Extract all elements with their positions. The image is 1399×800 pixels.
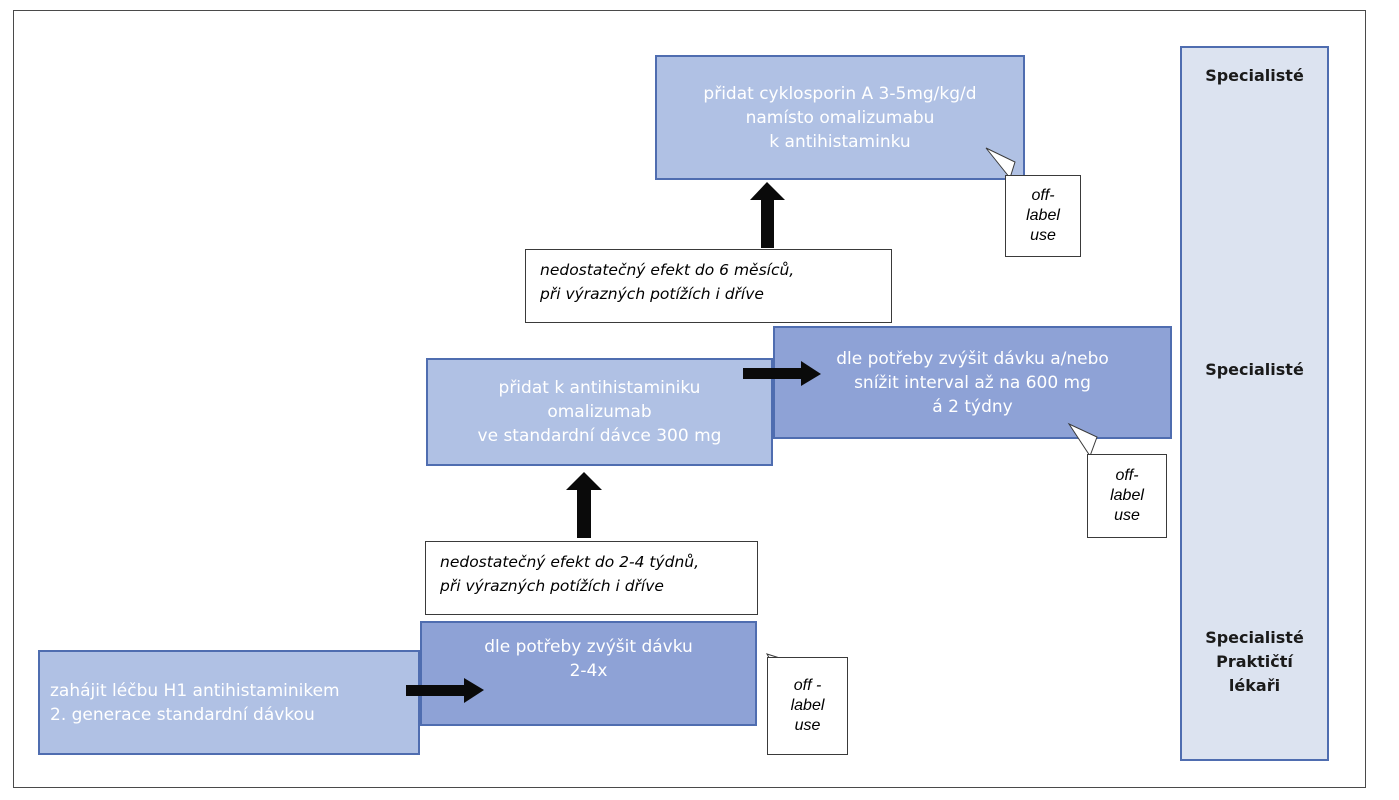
step3-line-2: namísto omalizumabu (745, 107, 935, 128)
sidebar-label-bottom-line-1: Specialisté (1205, 628, 1304, 647)
sidebar-label-mid: Specialisté (1182, 358, 1327, 382)
note2-line-1: nedostatečný efekt do 6 měsíců, (540, 261, 795, 279)
callout-tail-3 (985, 147, 1016, 180)
step1-line-1: zahájit léčbu H1 antihistaminikem (50, 680, 340, 701)
sidebar-label-bottom-line-3: lékaři (1228, 676, 1281, 695)
arrow-right-1 (406, 678, 484, 703)
callout-tail-2 (1067, 422, 1098, 458)
note1-line-1: nedostatečný efekt do 2-4 týdnů, (440, 553, 700, 571)
callout1-line-2: label (790, 697, 825, 714)
responsibility-sidebar: Specialisté Specialisté Specialisté Prak… (1180, 46, 1329, 761)
step3-line-1: přidat cyklosporin A 3-5mg/kg/d (703, 83, 977, 104)
callout3-line-2: label (1026, 207, 1060, 224)
step2-line-2: omalizumab (547, 402, 652, 422)
step2b-line-3: á 2 týdny (932, 396, 1013, 417)
step2-box: přidat k antihistaminiku omalizumab ve s… (426, 358, 773, 466)
note1-line-2: při výrazných potížích i dříve (440, 577, 664, 595)
step2b-line-2: snížit interval až na 600 mg (854, 372, 1091, 393)
step1-line-2: 2. generace standardní dávkou (50, 704, 315, 725)
step3-line-3: k antihistaminku (769, 131, 911, 152)
callout2-line-3: use (1114, 507, 1140, 524)
off-label-callout-3: off- label use (1005, 175, 1081, 257)
step2-line-1: přidat k antihistaminiku (498, 378, 701, 398)
sidebar-label-top: Specialisté (1182, 64, 1327, 88)
note-6-months: nedostatečný efekt do 6 měsíců, při výra… (525, 249, 892, 323)
callout3-line-1: off- (1031, 187, 1055, 204)
off-label-callout-1: off - label use (767, 657, 848, 755)
off-label-callout-2: off- label use (1087, 454, 1167, 538)
step1b-line-2: 2-4x (569, 661, 608, 681)
arrow-up-2 (750, 182, 785, 248)
callout1-line-3: use (794, 717, 821, 734)
arrow-right-2 (743, 361, 821, 386)
note2-line-2: při výrazných potížích i dříve (540, 285, 764, 303)
callout3-line-3: use (1030, 227, 1056, 244)
step2b-line-1: dle potřeby zvýšit dávku a/nebo (836, 348, 1109, 369)
callout1-line-1: off - (793, 677, 822, 694)
callout2-line-2: label (1110, 487, 1144, 504)
diagram-frame (13, 10, 1366, 788)
step1-box: zahájit léčbu H1 antihistaminikem 2. gen… (38, 650, 420, 755)
note-2-4-weeks: nedostatečný efekt do 2-4 týdnů, při výr… (425, 541, 758, 615)
sidebar-label-bottom-line-2: Praktičtí (1216, 652, 1293, 671)
step2-line-3: ve standardní dávce 300 mg (477, 426, 722, 446)
step3-box: přidat cyklosporin A 3-5mg/kg/d namísto … (655, 55, 1025, 180)
sidebar-label-mid-text: Specialisté (1205, 360, 1304, 379)
step2b-box: dle potřeby zvýšit dávku a/nebo snížit i… (773, 326, 1172, 439)
callout2-line-1: off- (1115, 467, 1139, 484)
sidebar-label-top-text: Specialisté (1205, 66, 1304, 85)
step1b-box: dle potřeby zvýšit dávku 2-4x (420, 621, 757, 726)
arrow-up-1 (566, 472, 602, 538)
step1b-line-1: dle potřeby zvýšit dávku (484, 637, 693, 657)
sidebar-label-bottom: Specialisté Praktičtí lékaři (1182, 626, 1327, 698)
